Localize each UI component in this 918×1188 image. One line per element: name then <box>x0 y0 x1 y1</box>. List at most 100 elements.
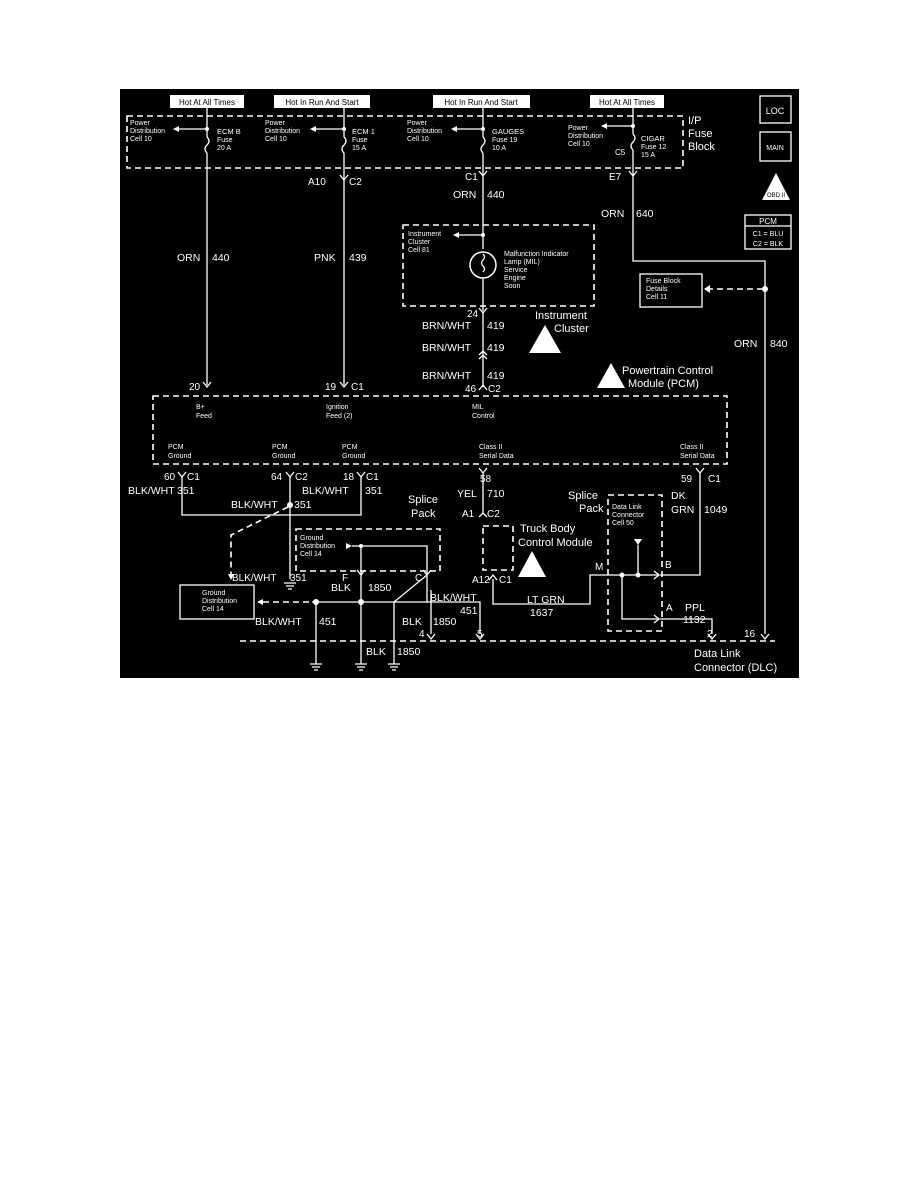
svg-text:ECM 1: ECM 1 <box>352 127 375 136</box>
svg-text:Cell 50: Cell 50 <box>612 520 634 527</box>
svg-text:C1: C1 <box>499 575 512 586</box>
pcm-module-outline <box>152 395 728 465</box>
svg-text:1637: 1637 <box>530 607 554 619</box>
svg-text:Cell 10: Cell 10 <box>130 136 152 143</box>
svg-text:Serial Data: Serial Data <box>680 453 715 460</box>
svg-text:Power: Power <box>407 120 428 127</box>
svg-text:Ground: Ground <box>168 453 191 460</box>
svg-text:20 A: 20 A <box>217 145 231 152</box>
data-link-connector-splice-outline <box>607 494 663 632</box>
svg-text:Fuse: Fuse <box>217 137 233 144</box>
svg-text:BRN/WHT: BRN/WHT <box>422 342 472 354</box>
svg-text:10 A: 10 A <box>492 145 506 152</box>
fuse-ecm-b: Power Distribution Cell 10 ECM B Fuse 20… <box>130 108 241 184</box>
wiring-diagram-svg: Hot At All Times Hot In Run And Start Ho… <box>126 95 792 674</box>
svg-text:C1: C1 <box>465 172 478 183</box>
pin-dlc-2: 2 <box>707 629 713 640</box>
svg-text:C2 = BLK: C2 = BLK <box>753 241 783 248</box>
svg-text:Power: Power <box>568 125 589 132</box>
main-icon[interactable]: MAIN <box>759 131 792 162</box>
pin-dlc-16: 16 <box>744 629 756 640</box>
pin-dlc-5: 5 <box>477 629 483 640</box>
pcm-connector-legend: PCM C1 = BLU C2 = BLK <box>744 214 792 250</box>
svg-text:MAIN: MAIN <box>766 145 784 152</box>
svg-text:Cell 10: Cell 10 <box>568 141 590 148</box>
pin-dlc-4: 4 <box>419 629 425 640</box>
instrument-cluster-label: Instrument <box>535 310 587 322</box>
svg-text:Fuse: Fuse <box>352 137 368 144</box>
pin-24: 24 <box>467 309 479 320</box>
svg-text:Class II: Class II <box>479 444 502 451</box>
svg-text:Cell 14: Cell 14 <box>300 551 322 558</box>
loc-icon[interactable]: LOC <box>759 95 792 124</box>
svg-text:Cell 14: Cell 14 <box>202 606 224 613</box>
svg-text:BLK/WHT: BLK/WHT <box>232 573 276 584</box>
fuse-block-details-ref[interactable]: Fuse Block Details Cell 11 <box>639 273 703 308</box>
svg-text:Module (PCM): Module (PCM) <box>628 378 699 390</box>
obd-warning-icon[interactable]: OBD II <box>762 173 790 200</box>
svg-text:Ground: Ground <box>342 453 365 460</box>
connector-c1-gauges: C1 <box>465 170 488 227</box>
pin-b: B <box>665 560 672 571</box>
svg-text:15 A: 15 A <box>641 152 655 159</box>
tbcm-outline <box>482 525 514 571</box>
svg-text:1850: 1850 <box>368 582 392 594</box>
svg-text:BLK/WHT: BLK/WHT <box>430 592 477 604</box>
svg-text:419: 419 <box>487 342 505 354</box>
pin-f: F <box>342 573 348 584</box>
svg-text:Cell 11: Cell 11 <box>646 294 667 301</box>
svg-text:Cluster: Cluster <box>408 239 431 246</box>
svg-text:OBD II: OBD II <box>767 193 785 199</box>
svg-text:C2: C2 <box>349 177 362 188</box>
svg-text:1132: 1132 <box>683 614 706 626</box>
wire-lt-grn-1637 <box>492 574 605 605</box>
fuse-gauges: Power Distribution Cell 10 GAUGES Fuse 1… <box>407 108 524 175</box>
svg-text:Distribution: Distribution <box>407 128 442 135</box>
svg-text:C5: C5 <box>615 148 626 157</box>
splice-point-orn <box>762 286 768 292</box>
svg-text:LOC: LOC <box>766 106 785 116</box>
svg-text:Control Module: Control Module <box>518 537 593 549</box>
svg-text:BLK: BLK <box>402 616 422 628</box>
svg-text:BLK: BLK <box>366 646 386 658</box>
svg-text:Connector (DLC): Connector (DLC) <box>694 662 777 674</box>
svg-text:YEL: YEL <box>457 488 477 500</box>
ip-fuse-block-outline <box>126 115 684 169</box>
svg-text:1049: 1049 <box>704 504 728 516</box>
svg-text:840: 840 <box>770 338 788 350</box>
instrument-cluster: Instrument Cluster Cell 81 Malfunction I… <box>408 227 569 311</box>
svg-text:419: 419 <box>487 320 505 332</box>
instrument-cluster-outline <box>402 224 595 307</box>
svg-text:Service: Service <box>504 267 527 274</box>
svg-text:BLK/WHT: BLK/WHT <box>302 485 349 497</box>
svg-text:Distribution: Distribution <box>130 128 165 135</box>
svg-text:C2: C2 <box>295 472 308 483</box>
svg-text:Malfunction Indicator: Malfunction Indicator <box>504 251 569 258</box>
pin-18: 18 <box>343 472 355 483</box>
svg-text:BLK/WHT: BLK/WHT <box>255 616 302 628</box>
pcm-module: B+ Feed Ignition Feed (2) MIL Control PC… <box>168 404 715 460</box>
pin-64: 64 <box>271 472 283 483</box>
svg-text:Cell 10: Cell 10 <box>407 136 429 143</box>
svg-text:Pack: Pack <box>411 508 436 520</box>
svg-text:Power: Power <box>130 120 151 127</box>
svg-text:Control: Control <box>472 413 495 420</box>
svg-text:BRN/WHT: BRN/WHT <box>422 370 472 382</box>
svg-text:351: 351 <box>294 499 312 511</box>
fuse-block-title-2: Fuse <box>688 128 712 140</box>
svg-text:1850: 1850 <box>397 646 421 658</box>
svg-text:Engine: Engine <box>504 275 526 282</box>
svg-text:451: 451 <box>319 616 337 628</box>
svg-text:E7: E7 <box>609 172 622 183</box>
svg-text:Hot At All Times: Hot At All Times <box>179 98 235 107</box>
svg-text:C1: C1 <box>187 472 200 483</box>
mil-lamp-icon <box>469 251 497 279</box>
wire-label-orn-840: ORN <box>734 338 757 350</box>
pin-60: 60 <box>164 472 176 483</box>
svg-text:Feed (2): Feed (2) <box>326 413 352 420</box>
ground-distribution-left-ref[interactable]: Ground Distribution Cell 14 <box>179 584 255 620</box>
svg-text:Serial Data: Serial Data <box>479 453 514 460</box>
svg-text:PCM: PCM <box>342 444 358 451</box>
wire-label-orn-640: ORN <box>601 208 624 220</box>
svg-text:Hot At All Times: Hot At All Times <box>599 98 655 107</box>
